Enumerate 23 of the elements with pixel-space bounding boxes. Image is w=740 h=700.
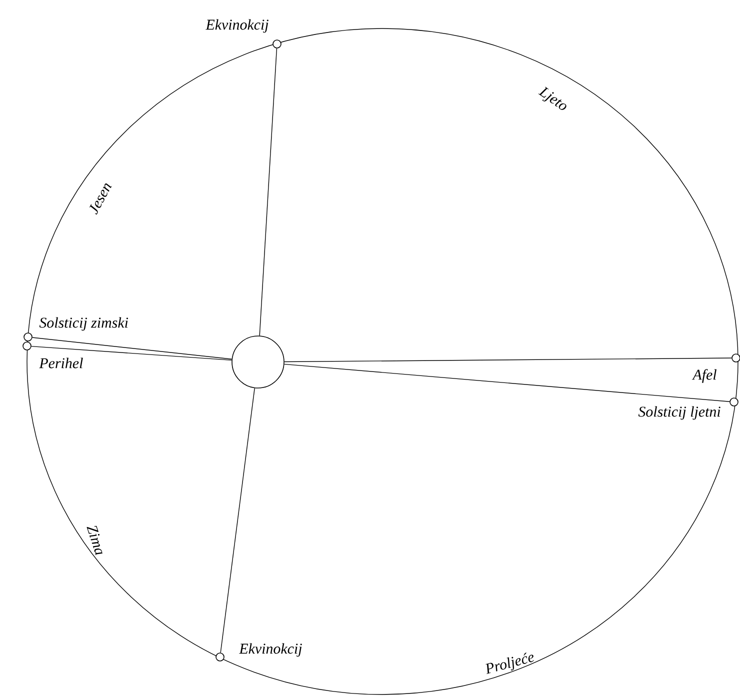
point-label: Ekvinokcij <box>239 643 302 657</box>
season-label: Proljeće <box>486 652 534 674</box>
line <box>284 358 732 362</box>
line <box>31 346 232 361</box>
point-label: Solsticij ljetni <box>638 406 720 420</box>
season-label: Zima <box>86 526 103 556</box>
line <box>284 364 730 402</box>
point-label: Ekvinokcij <box>206 19 268 33</box>
point-label: Solsticij zimski <box>39 317 128 331</box>
point-label: Perihel <box>39 358 83 368</box>
point-label: Afel <box>692 369 716 383</box>
line <box>220 388 255 653</box>
season-label: Ljeto <box>538 86 566 110</box>
season-label: Jesen <box>89 183 112 215</box>
line <box>32 337 232 360</box>
orbit-point <box>730 398 738 406</box>
orbit-point <box>732 354 740 362</box>
line <box>259 48 278 336</box>
orbit-point <box>272 40 282 48</box>
orbit-point <box>216 652 224 662</box>
orbit-point <box>24 332 32 342</box>
sun-circle <box>232 336 284 388</box>
orbit-point <box>22 342 32 350</box>
